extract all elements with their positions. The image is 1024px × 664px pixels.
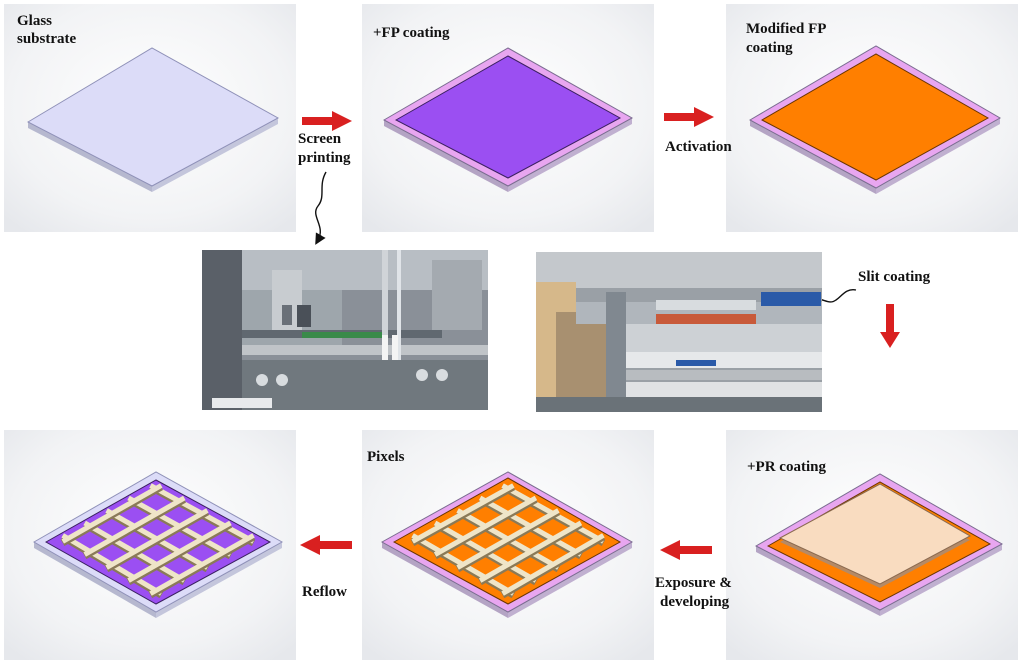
label-pixels: Pixels [367,449,405,465]
pr-coated-plate [754,473,1004,616]
grid-bar-b-1 [433,495,538,557]
grid-bar-b-0 [411,483,515,544]
grid-bar-b-4 [501,533,605,596]
arrow-screen-printing [302,111,352,131]
label-slit-coating: Slit coating [858,269,931,285]
label-reflow: Reflow [302,584,347,600]
label-modified-coating: coating [746,40,793,56]
arrow-reflow [300,535,352,555]
grid-bar-b-1 [83,495,186,557]
modified-fp-plate [748,45,1002,194]
grid-bar-b-4 [149,533,255,596]
label-exposure: Exposure & [655,575,732,591]
grid-bar-b-0 [61,483,163,544]
grid-bar-b-2 [456,508,560,570]
grid-bar-b-3 [478,520,583,583]
grid-bar-b-2 [105,508,209,570]
screen-printing-photo [202,250,488,410]
glass-plate [26,47,280,192]
label-glass: Glass [17,13,53,29]
arrow-slit-coating [880,304,900,348]
label-pr-coating: +PR coating [747,459,826,475]
slit-coating-photo [536,252,822,412]
fp-coated-plate [382,47,634,192]
arrow-exposure [660,540,712,560]
label-developing: developing [660,594,730,610]
grid-bar-b-3 [127,520,232,583]
label-printing: printing [298,150,351,166]
label-substrate: substrate [17,31,77,47]
label-fp-coating: +FP coating [373,25,450,41]
arrow-activation [664,107,714,127]
label-screen: Screen [298,131,342,147]
label-modified-fp: Modified FP [746,21,827,37]
pointer-screen-printing [315,171,327,245]
label-activation: Activation [665,139,732,155]
reflow-grid [60,483,256,599]
pixels-grid [410,483,606,599]
